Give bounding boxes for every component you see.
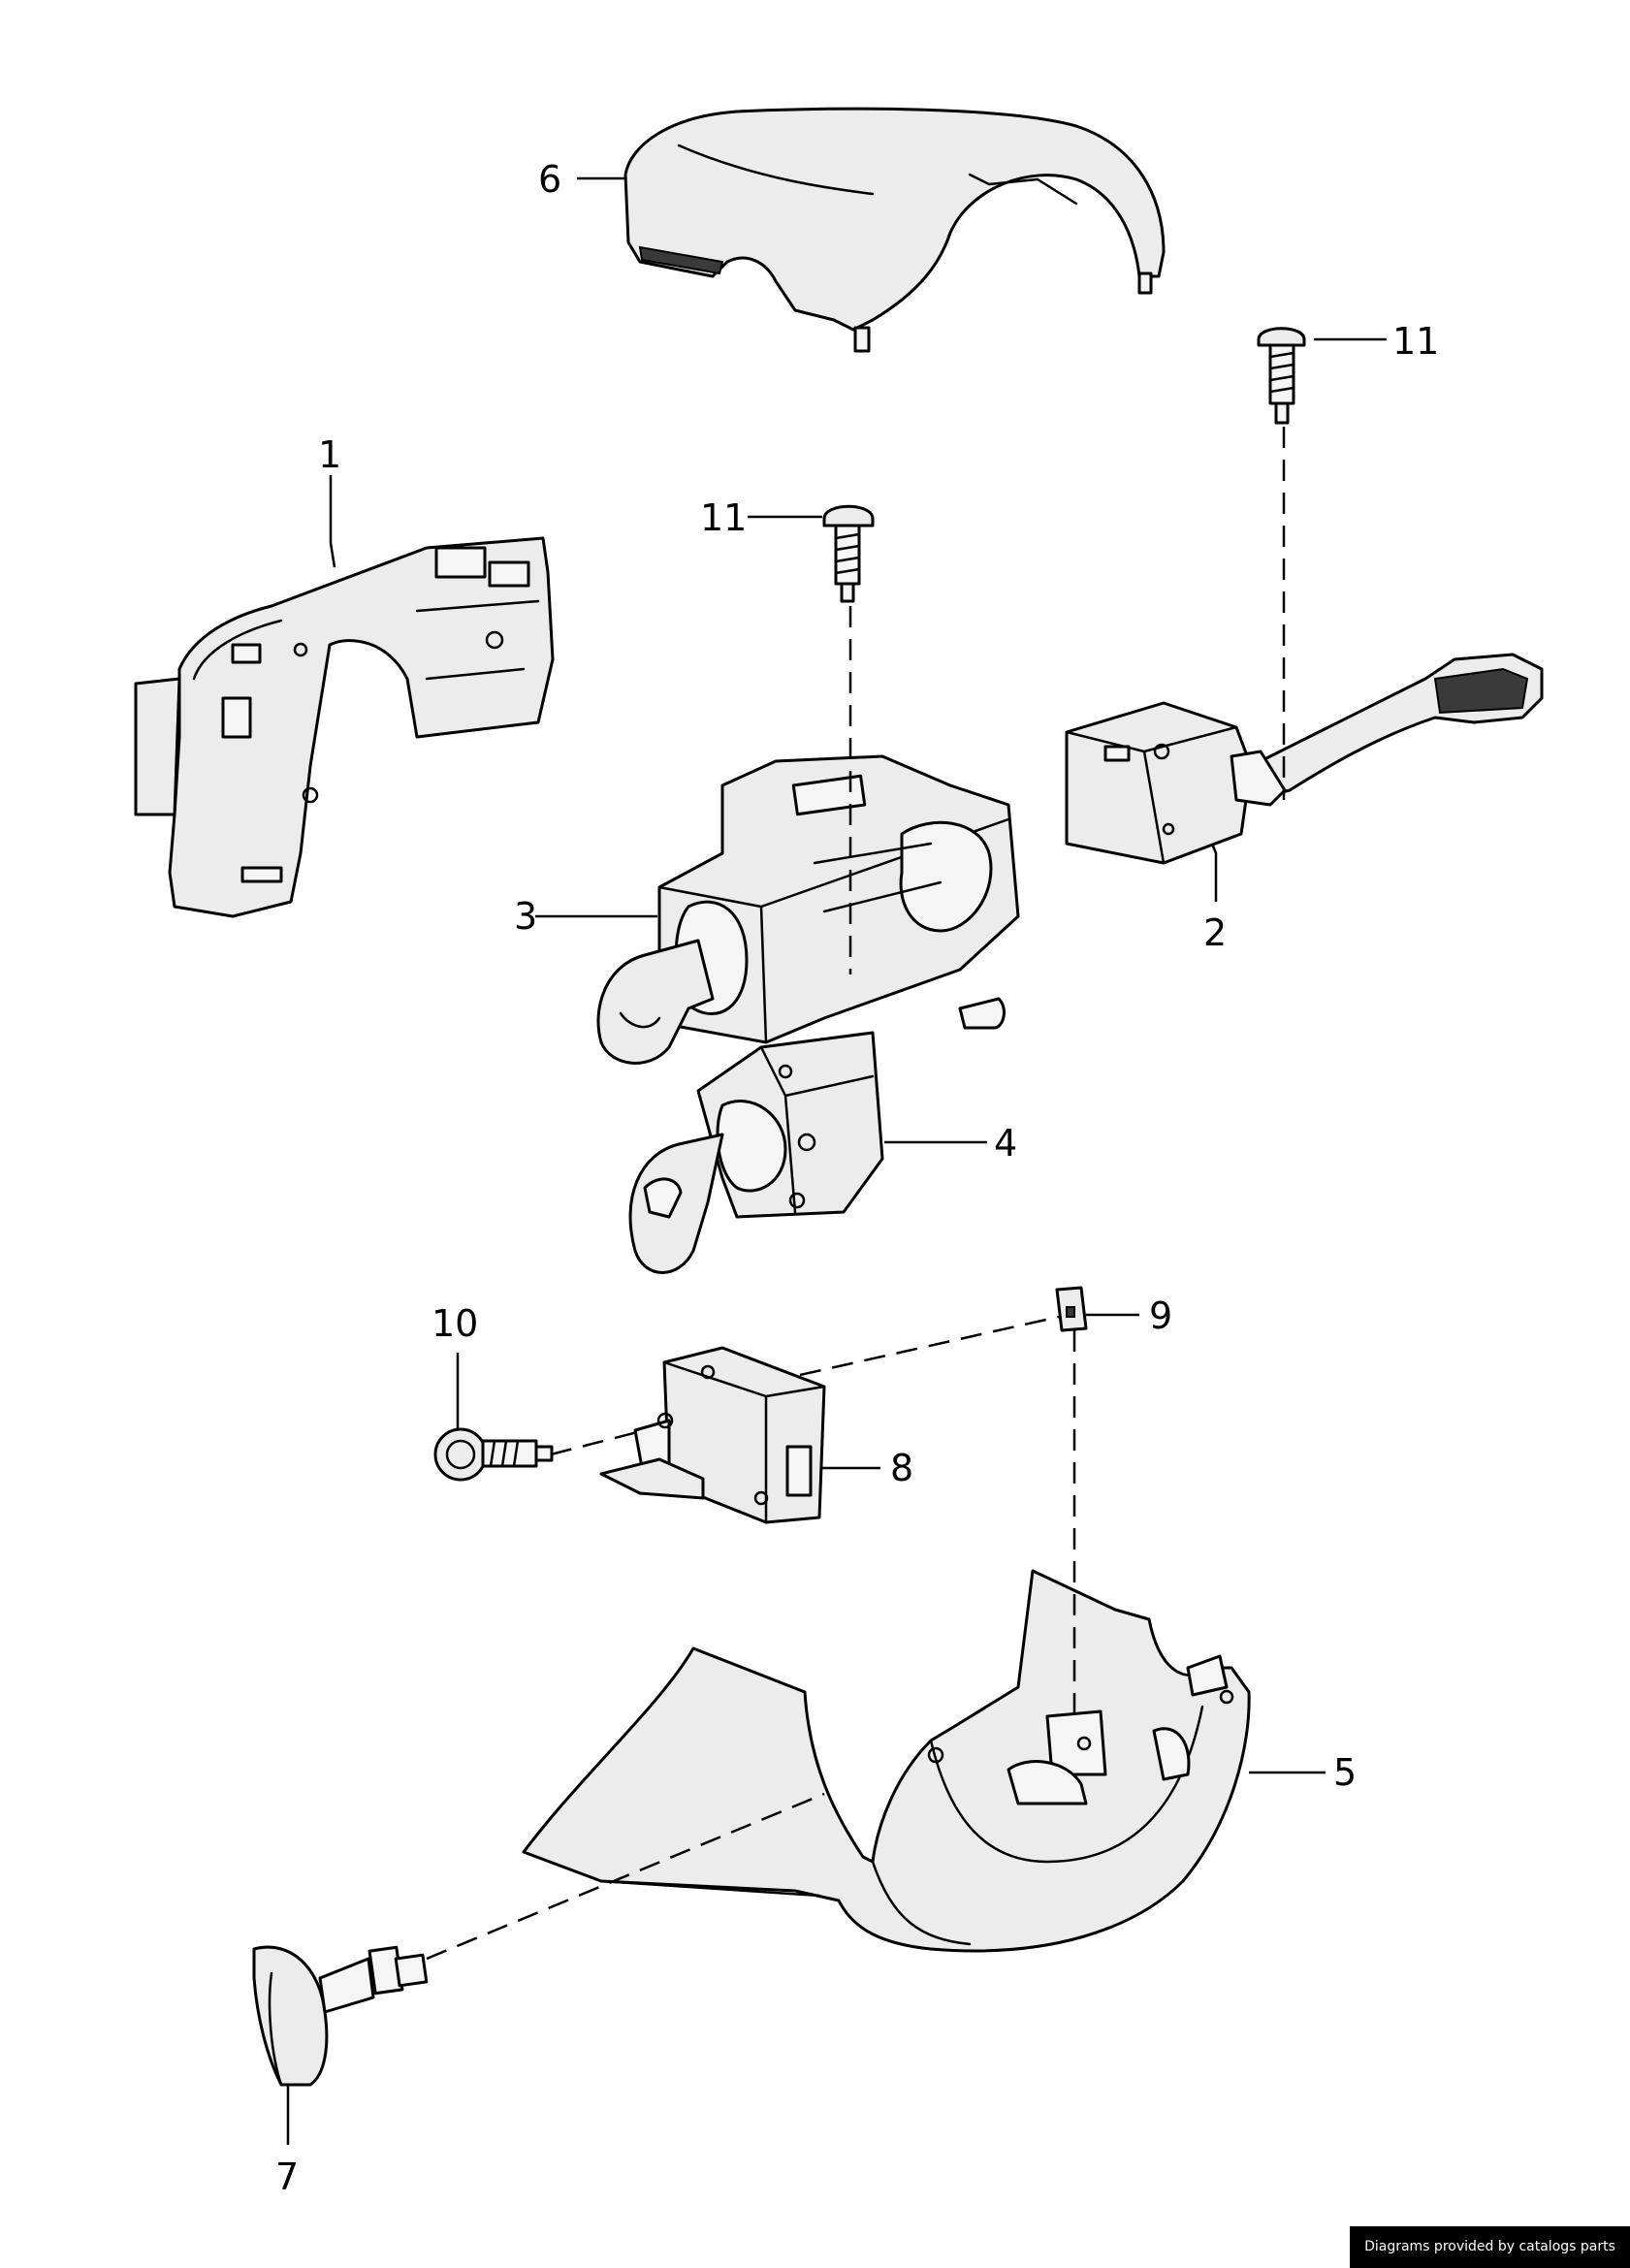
callout-5: 5 bbox=[1333, 1751, 1357, 1794]
callout-7: 7 bbox=[275, 2156, 299, 2198]
part-11-screw-upper bbox=[1257, 327, 1306, 425]
callout-labels: 6 11 11 1 2 3 4 9 10 8 5 7 bbox=[275, 158, 1439, 2198]
part-1-switch-carrier bbox=[134, 536, 555, 918]
assembly-lines bbox=[426, 427, 1286, 1961]
part-6-upper-shroud bbox=[623, 107, 1166, 353]
part-8-control-module bbox=[599, 1346, 826, 1524]
part-4-lever-switch bbox=[628, 1031, 884, 1274]
callout-6: 6 bbox=[538, 158, 561, 201]
callout-10: 10 bbox=[431, 1302, 478, 1345]
callout-2: 2 bbox=[1203, 911, 1227, 954]
callout-3: 3 bbox=[514, 895, 537, 938]
part-9-clip-nut bbox=[1055, 1286, 1088, 1332]
part-3-ignition-housing bbox=[596, 754, 1020, 1065]
callout-1: 1 bbox=[318, 433, 341, 476]
part-7-trim-knob bbox=[252, 1945, 429, 2087]
callout-4: 4 bbox=[994, 1122, 1017, 1165]
callout-9: 9 bbox=[1149, 1294, 1172, 1337]
part-2-stalk-switch bbox=[1065, 653, 1544, 865]
callout-11-center: 11 bbox=[700, 496, 747, 539]
callout-11-upper: 11 bbox=[1392, 320, 1439, 363]
part-10-bolt bbox=[433, 1427, 554, 1482]
callout-8: 8 bbox=[890, 1447, 913, 1489]
part-11-screw-center bbox=[822, 504, 875, 603]
credit-badge: Diagrams provided by catalogs parts bbox=[1350, 2226, 1630, 2268]
part-5-lower-shroud bbox=[522, 1569, 1251, 1953]
leader-lines bbox=[286, 176, 1387, 2145]
